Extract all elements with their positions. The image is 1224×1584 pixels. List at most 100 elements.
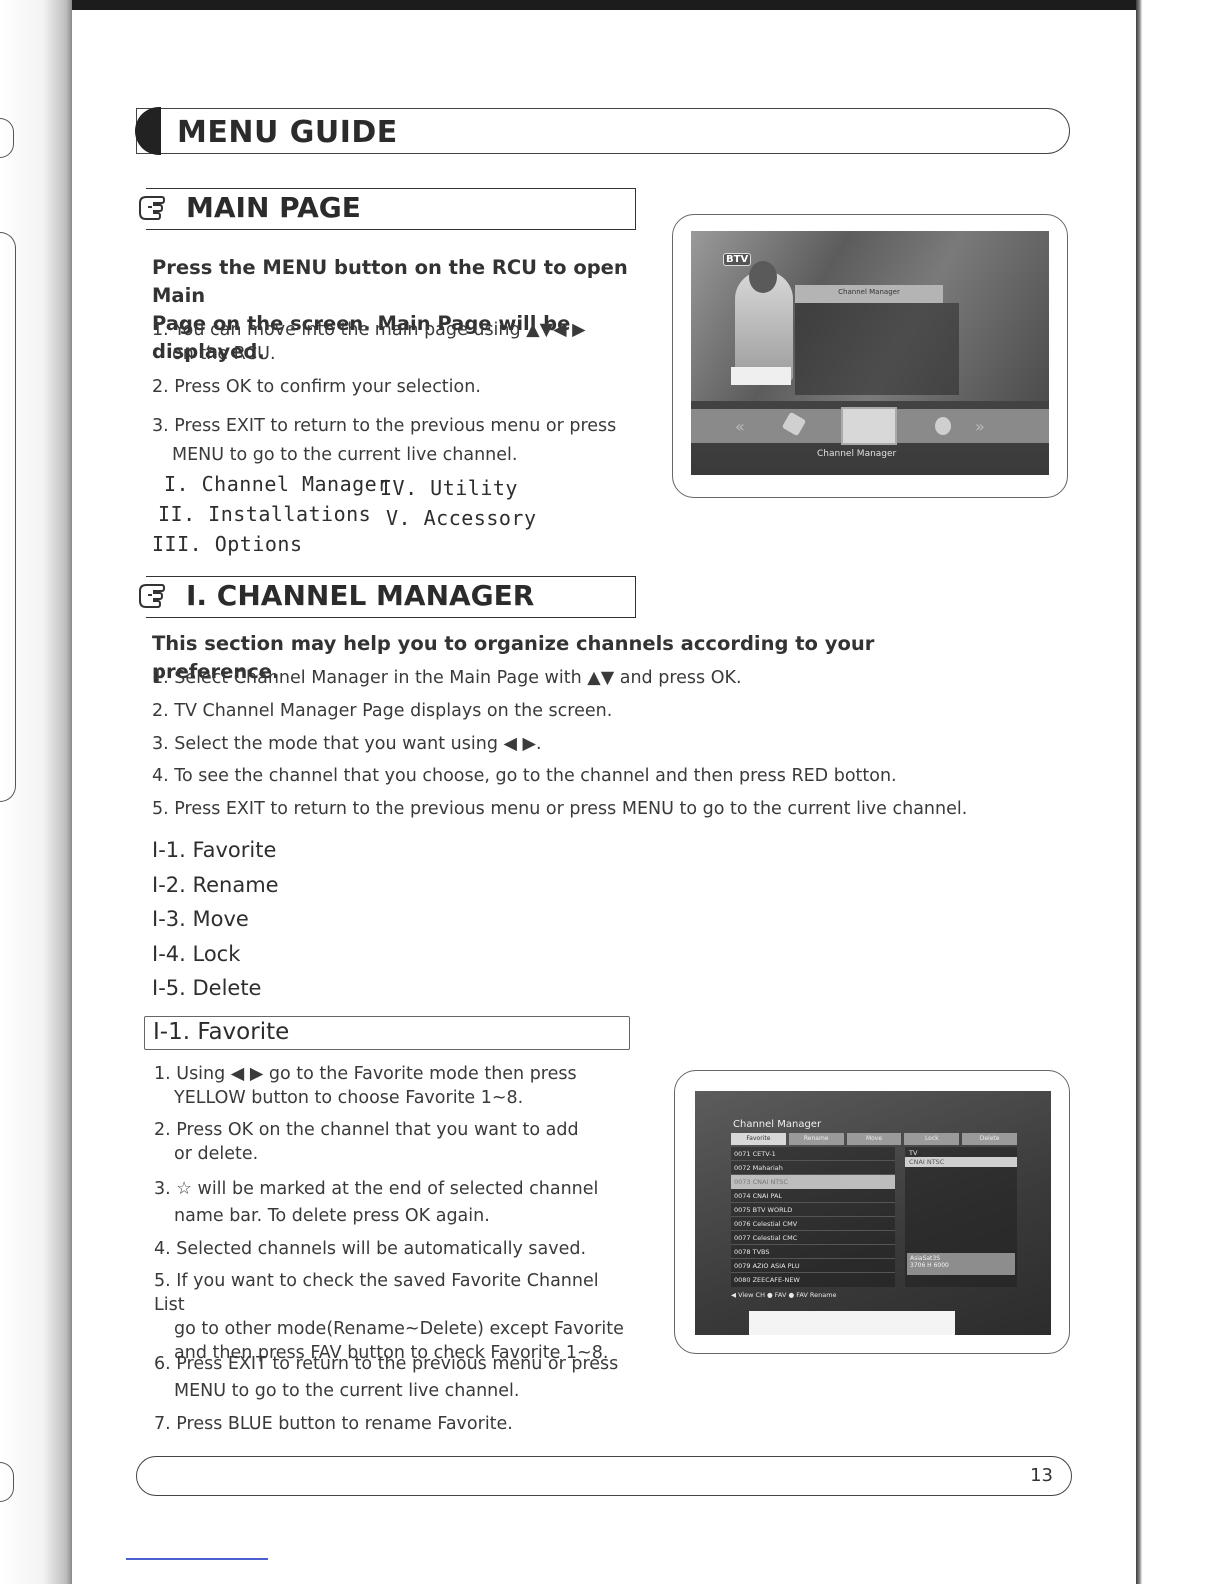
menu-item-installations: II. Installations bbox=[158, 502, 372, 526]
header-cap bbox=[135, 107, 161, 155]
main-page-screenshot-frame: BTV Channel Manager « » Channel Manager bbox=[672, 214, 1068, 498]
desk bbox=[731, 367, 791, 385]
channel-row: 0079 AZIO ASIA PLU bbox=[731, 1259, 895, 1273]
main-page-tv-screen: BTV Channel Manager « » Channel Manager bbox=[691, 231, 1049, 475]
step-line: 3. ☆ will be marked at the end of select… bbox=[154, 1179, 599, 1199]
cm-step-4: 4. To see the channel that you choose, g… bbox=[152, 766, 897, 786]
menu-guide-header: MENU GUIDE bbox=[135, 107, 1070, 155]
step-line: or delete. bbox=[174, 1144, 259, 1164]
main-screen-caption: Channel Manager bbox=[817, 449, 897, 459]
step-line: 1. You can move into the main page using… bbox=[152, 320, 586, 340]
menu-panel bbox=[795, 303, 959, 395]
info-type: TV bbox=[909, 1149, 918, 1157]
step-line: 6. Press EXIT to return to the previous … bbox=[154, 1354, 619, 1374]
tab-delete: Delete bbox=[962, 1133, 1017, 1145]
step-line: 2. Press OK to confirm your selection. bbox=[152, 377, 481, 397]
fav-step-2: 2. Press OK on the channel that you want… bbox=[154, 1118, 624, 1166]
channel-manager-lead: This section may help you to organize ch… bbox=[152, 632, 875, 683]
step-line: YELLOW button to choose Favorite 1~8. bbox=[174, 1088, 524, 1108]
lead-line: Page on the screen. Main Page will be di… bbox=[152, 312, 571, 363]
sub-item-favorite: I-1. Favorite bbox=[152, 838, 277, 862]
channel-row-selected: 0073 CNAI NTSC bbox=[731, 1175, 895, 1189]
tab-lock: Lock bbox=[904, 1133, 960, 1145]
cm-screen-title: Channel Manager bbox=[733, 1119, 822, 1130]
channel-row: 0072 Mahariah bbox=[731, 1161, 895, 1175]
menu-title-bar bbox=[795, 285, 943, 303]
channel-row: 0078 TVBS bbox=[731, 1245, 895, 1259]
cm-step-5: 5. Press EXIT to return to the previous … bbox=[152, 799, 968, 819]
tv-set-icon bbox=[841, 407, 897, 445]
menu-item-options: III. Options bbox=[152, 532, 303, 556]
fav-step-7: 7. Press BLUE button to rename Favorite. bbox=[154, 1412, 624, 1436]
main-step-2: 2. Press OK to confirm your selection. bbox=[152, 375, 622, 399]
nav-left-icon: « bbox=[735, 417, 745, 436]
pointing-hand-icon bbox=[139, 584, 166, 608]
cm-step-3: 3. Select the mode that you want using ◀… bbox=[152, 734, 542, 754]
menu-title-label: Channel Manager bbox=[838, 288, 900, 296]
step-line: and then press FAV button to check Favor… bbox=[174, 1343, 609, 1363]
sub-item-rename: I-2. Rename bbox=[152, 873, 279, 897]
cm-step-2: 2. TV Channel Manager Page displays on t… bbox=[152, 701, 613, 721]
step-line: 1. Using ◀ ▶ go to the Favorite mode the… bbox=[154, 1064, 577, 1084]
channel-row: 0080 ZEECAFE-NEW bbox=[734, 1276, 800, 1284]
main-page-heading: MAIN PAGE bbox=[139, 188, 636, 230]
tab-favorite: Favorite bbox=[731, 1133, 786, 1145]
step-line: MENU to go to the current live channel. bbox=[172, 445, 518, 465]
channel-row: 0076 Celestial CMV bbox=[731, 1217, 895, 1231]
cm-tab-bar: Favorite Rename Move Lock Delete bbox=[731, 1133, 1017, 1145]
main-page-title: MAIN PAGE bbox=[186, 191, 361, 224]
step-line: MENU to go to the current live channel. bbox=[174, 1381, 520, 1401]
scan-artifact-line bbox=[126, 1558, 268, 1560]
channel-manager-tv-screen: Channel Manager Favorite Rename Move Loc… bbox=[695, 1091, 1051, 1335]
favorite-heading: I-1. Favorite bbox=[144, 1016, 630, 1050]
fav-step-3: 3. ☆ will be marked at the end of select… bbox=[154, 1176, 624, 1230]
fav-step-1: 1. Using ◀ ▶ go to the Favorite mode the… bbox=[154, 1062, 624, 1110]
step-line: 2. Press OK on the channel that you want… bbox=[154, 1120, 579, 1140]
channel-row: 0077 Celestial CMC bbox=[731, 1231, 895, 1245]
satellite-box: AsiaSat3S 3706 H 6000 bbox=[907, 1253, 1015, 1275]
step-line: 5. If you want to check the saved Favori… bbox=[154, 1271, 599, 1315]
sub-item-move: I-3. Move bbox=[152, 907, 249, 931]
presenter-head bbox=[749, 261, 777, 293]
page-number: 13 bbox=[1030, 1465, 1053, 1486]
step-line: 4. Selected channels will be automatical… bbox=[154, 1239, 587, 1259]
main-page-lead: Press the MENU button on the RCU to open… bbox=[152, 254, 642, 366]
menu-item-utility: IV. Utility bbox=[380, 476, 518, 500]
binder-tab-middle bbox=[0, 232, 16, 802]
broadcaster-logo: BTV bbox=[723, 253, 752, 266]
cm-step-1: 1. Select Channel Manager in the Main Pa… bbox=[152, 668, 742, 688]
step-line: name bar. To delete press OK again. bbox=[174, 1206, 490, 1226]
cm-bottom-panel bbox=[749, 1311, 955, 1335]
channel-manager-screenshot-frame: Channel Manager Favorite Rename Move Loc… bbox=[674, 1070, 1070, 1354]
step-line: go to other mode(Rename~Delete) except F… bbox=[174, 1319, 624, 1339]
sub-item-lock: I-4. Lock bbox=[152, 942, 241, 966]
satellite-frequency: 3706 H 6000 bbox=[910, 1262, 949, 1269]
channel-manager-heading: I. CHANNEL MANAGER bbox=[139, 576, 636, 618]
channel-list: 0071 CETV-1 0072 Mahariah 0073 CNAI NTSC… bbox=[731, 1147, 895, 1287]
channel-row: 0075 BTV WORLD bbox=[731, 1203, 895, 1217]
cm-footer-hint: ◀ View CH ● FAV ● FAV Rename bbox=[731, 1291, 837, 1299]
info-channel: CNAI NTSC bbox=[905, 1157, 1017, 1167]
sub-item-delete: I-5. Delete bbox=[152, 976, 262, 1000]
main-step-3: 3. Press EXIT to return to the previous … bbox=[152, 412, 632, 470]
page-title: MENU GUIDE bbox=[177, 115, 398, 150]
globe-icon bbox=[935, 417, 951, 435]
favorite-title: I-1. Favorite bbox=[153, 1019, 290, 1045]
channel-row: 0074 CNAI PAL bbox=[731, 1189, 895, 1203]
tab-move: Move bbox=[846, 1133, 902, 1145]
scan-top-edge bbox=[0, 0, 1140, 10]
step-line: 3. Press EXIT to return to the previous … bbox=[152, 416, 617, 436]
scan-right-edge bbox=[1136, 0, 1142, 1584]
tab-rename: Rename bbox=[788, 1133, 844, 1145]
satellite-name: AsiaSat3S bbox=[910, 1255, 941, 1262]
menu-item-accessory: V. Accessory bbox=[386, 506, 537, 530]
main-step-1: 1. You can move into the main page using… bbox=[152, 318, 622, 366]
nav-right-icon: » bbox=[975, 417, 985, 436]
fav-step-4: 4. Selected channels will be automatical… bbox=[154, 1237, 624, 1261]
fav-step-5: 5. If you want to check the saved Favori… bbox=[154, 1269, 624, 1365]
lead-line: Press the MENU button on the RCU to open… bbox=[152, 256, 628, 307]
step-line: 7. Press BLUE button to rename Favorite. bbox=[154, 1414, 513, 1434]
channel-manager-title: I. CHANNEL MANAGER bbox=[186, 579, 535, 612]
menu-item-channel-manager: I. Channel Manager bbox=[164, 472, 390, 496]
channel-info-panel: TV CNAI NTSC AsiaSat3S 3706 H 6000 bbox=[905, 1147, 1017, 1287]
